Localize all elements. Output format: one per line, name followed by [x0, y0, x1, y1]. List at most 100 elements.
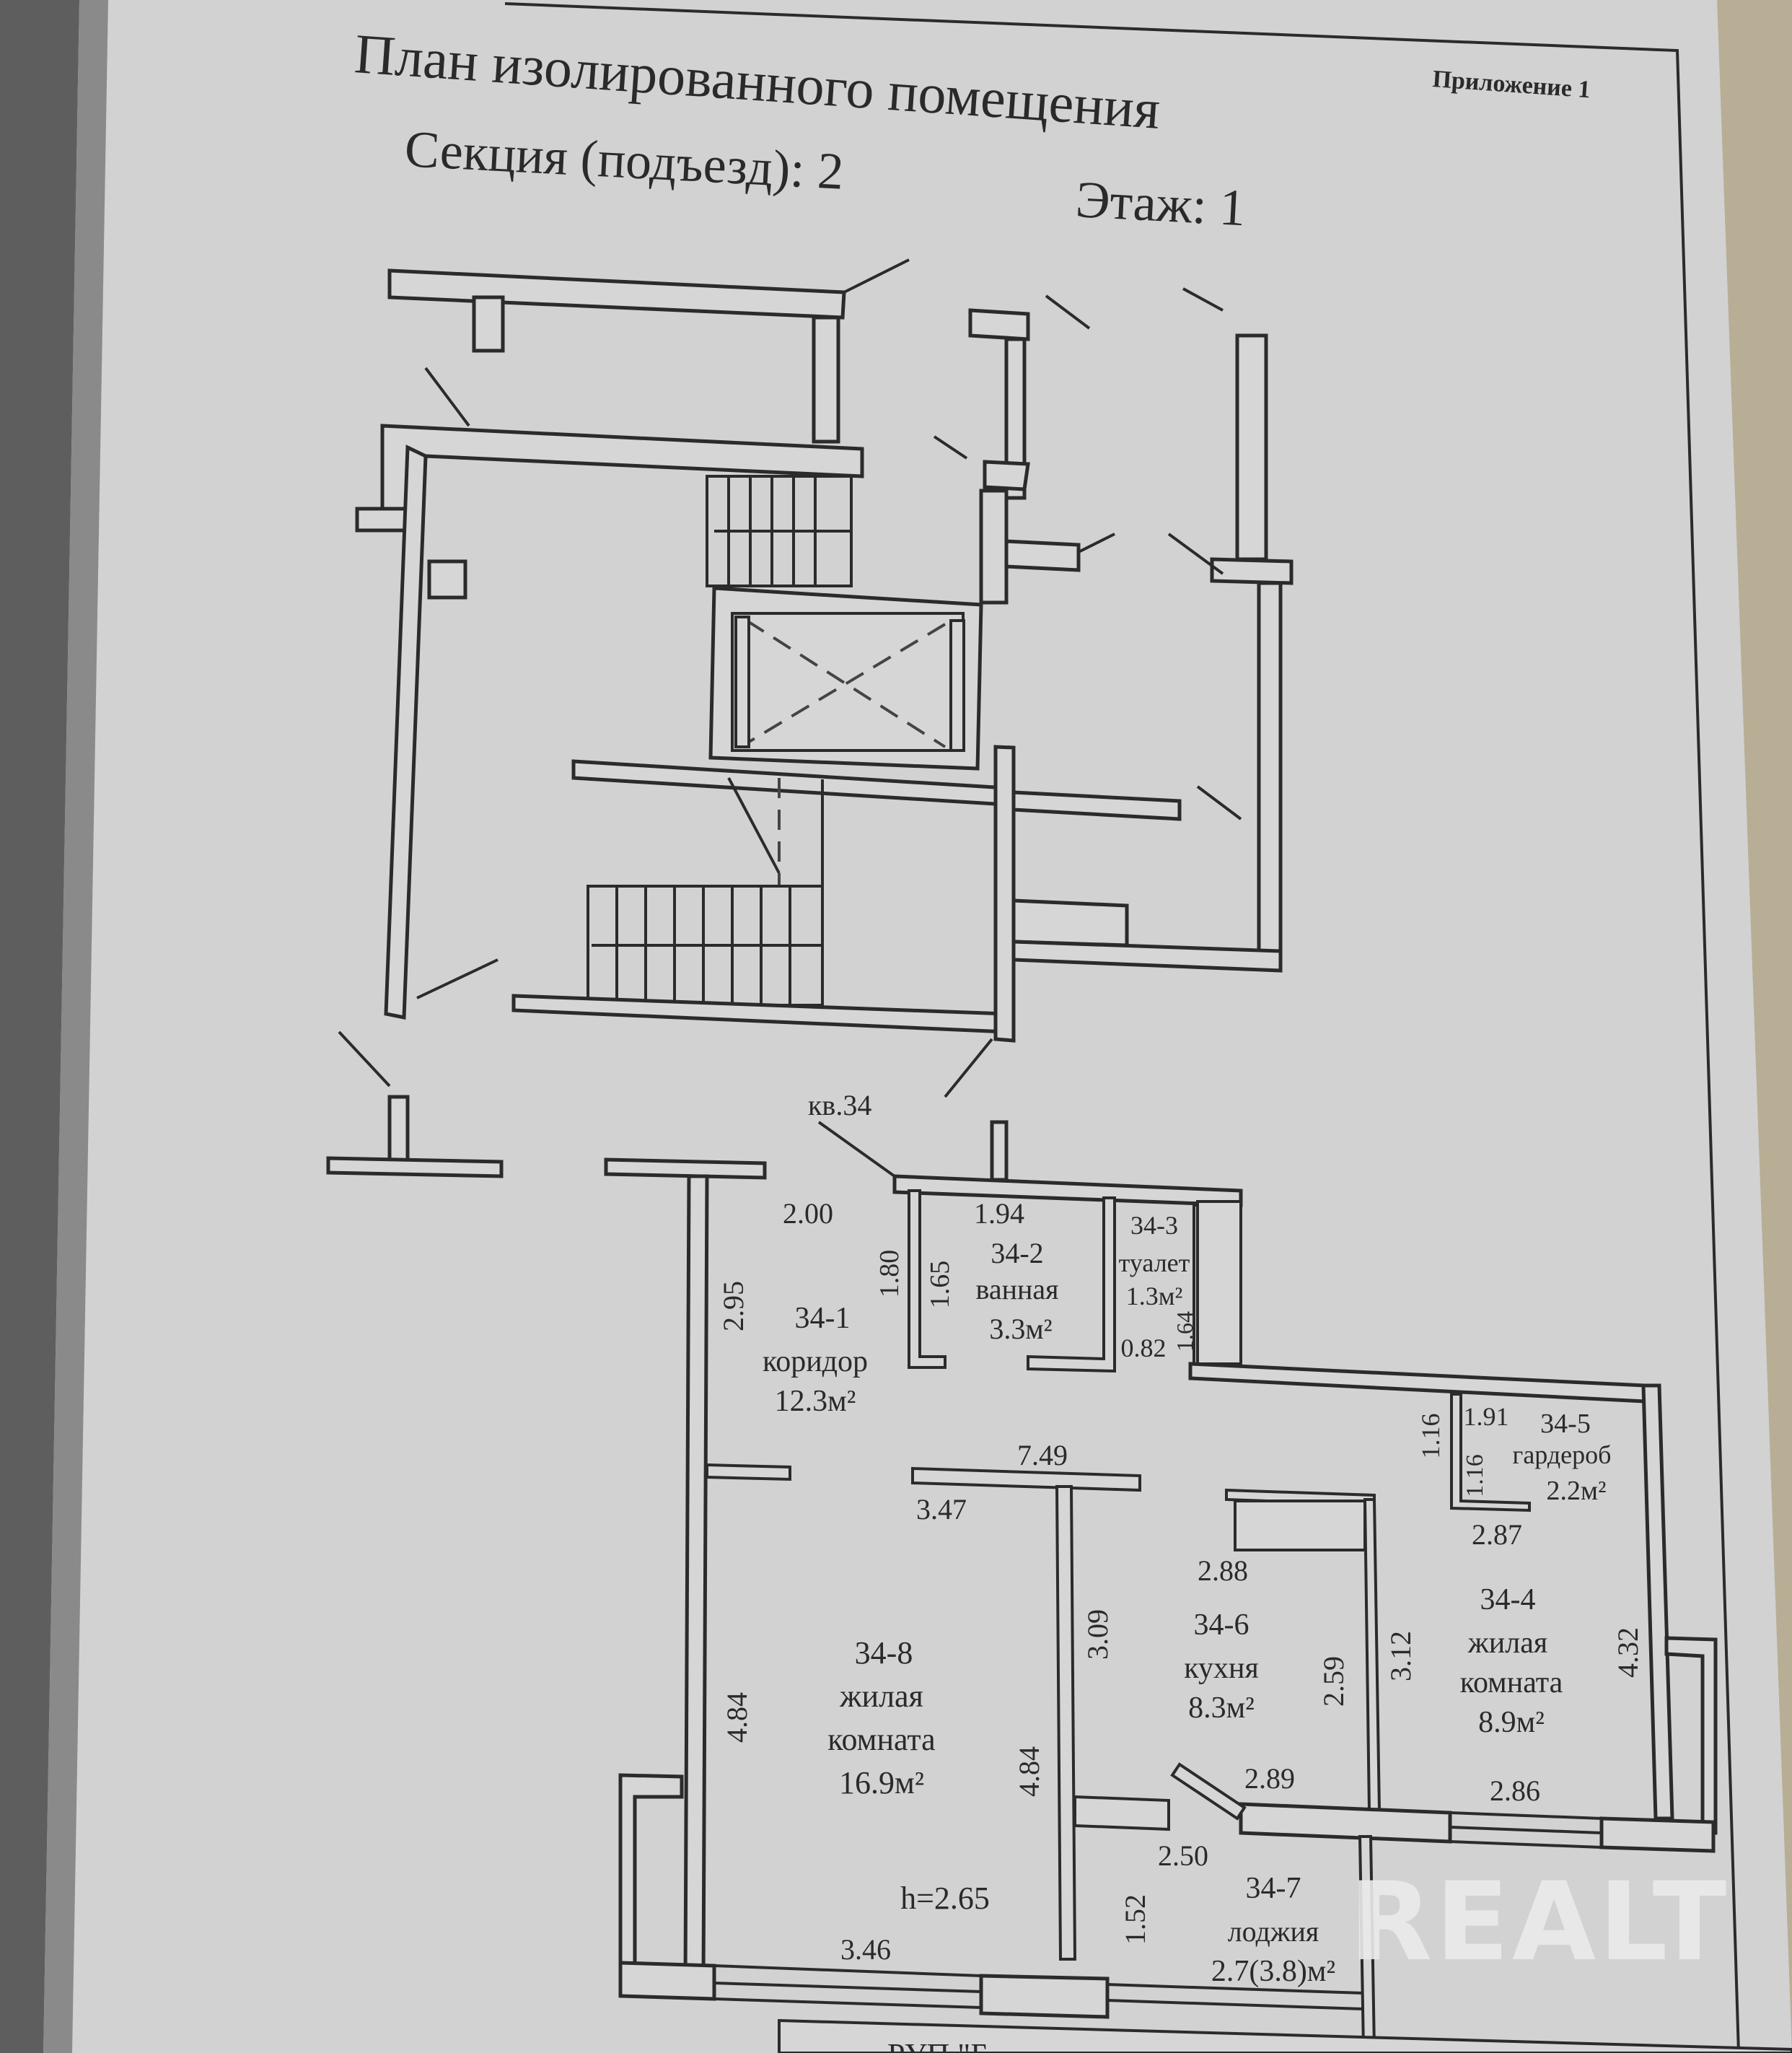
door-swing — [944, 1038, 993, 1098]
door-swing — [416, 958, 498, 999]
door-kitchen-loggia — [1170, 1762, 1247, 1821]
dim-room4-outer: 4.32 — [1612, 1627, 1644, 1678]
wall-left-exterior — [683, 1174, 709, 1983]
room-area: 8.9м² — [1478, 1706, 1545, 1739]
room-34-1: 34-1 коридор 12.3м² — [763, 1302, 868, 1418]
door-swing — [424, 367, 470, 427]
room-area: 3.3м² — [989, 1313, 1052, 1345]
wall-bottom-right — [1011, 940, 1283, 973]
room-area: 16.9м² — [839, 1765, 924, 1800]
dim-room4-bottom: 2.86 — [1490, 1774, 1540, 1807]
wall-bath-left — [908, 1189, 946, 1369]
shaft — [1196, 1200, 1242, 1365]
wall-left-long — [384, 445, 428, 1020]
room-name-line2: комната — [1460, 1666, 1563, 1699]
room-name: лоджия — [1228, 1915, 1319, 1948]
wall-kitchen-bottom — [1239, 1802, 1452, 1844]
exterior-fragment — [326, 1030, 504, 1178]
floor-label: Этаж: 1 — [1074, 170, 1247, 237]
wall-vertical-r2 — [979, 489, 1009, 605]
room-name: гардероб — [1513, 1440, 1612, 1469]
room-name: коридор — [763, 1345, 868, 1378]
door-swing — [933, 435, 968, 460]
wall-bath-right — [1027, 1196, 1116, 1373]
dim-loggia-width: 2.50 — [1158, 1839, 1208, 1872]
dim-wardrobe-width: 1.91 — [1464, 1402, 1509, 1431]
room-id: 34-5 — [1540, 1409, 1591, 1439]
dim-bath-inner: 1.65 — [925, 1261, 955, 1309]
elevator-shaft — [708, 586, 983, 771]
window-room8 — [713, 1964, 982, 2009]
dim-kitchen-top: 2.88 — [1198, 1554, 1248, 1587]
dim-room8-right: 4.84 — [1013, 1746, 1045, 1797]
wall-room4-bottom — [1599, 1816, 1716, 1853]
wall-vertical-far — [1235, 333, 1268, 561]
dim-wardrobe-outer: 1.16 — [1416, 1414, 1445, 1459]
wall-room8-right — [1055, 1485, 1077, 1961]
wall-pillar — [812, 315, 840, 444]
ceiling-height: h=2.65 — [900, 1881, 990, 1916]
page-frame-border — [504, 2, 1740, 2053]
wall-bottom-mid — [979, 1974, 1110, 2019]
room-id: 34-7 — [1246, 1872, 1301, 1905]
window-small — [1073, 1795, 1170, 1831]
wall-block — [1210, 557, 1294, 585]
wall-block — [983, 460, 1030, 491]
room-id: 34-3 — [1130, 1211, 1178, 1240]
room-area: 1.3м² — [1126, 1282, 1183, 1310]
room-34-2: 34-2 ванная 3.3м² — [975, 1237, 1058, 1345]
room-id: 34-1 — [795, 1302, 851, 1335]
wall-block — [1004, 539, 1081, 572]
dim-toilet-width: 0.82 — [1121, 1334, 1167, 1362]
shaft-box — [427, 559, 467, 600]
dim-room4-length: 3.12 — [1384, 1631, 1417, 1681]
dimension-labels: 2.00 2.95 7.49 1.94 1.80 1.65 0.82 1.64 … — [717, 1197, 1644, 1966]
room-area: 8.3м² — [1188, 1691, 1255, 1725]
room-34-4: 34-4 жилая комната 8.9м² — [1460, 1583, 1563, 1739]
wall-stub — [990, 1120, 1009, 1182]
dim-bath-width: 1.94 — [974, 1197, 1024, 1230]
dim-kitchen-length: 2.59 — [1317, 1656, 1350, 1707]
dim-room8-bottom: 3.46 — [840, 1933, 891, 1966]
window-room4 — [1449, 1811, 1602, 1849]
room-name-line1: жилая — [1467, 1627, 1547, 1660]
dim-side-wall: 3.09 — [1081, 1609, 1114, 1660]
dim-corridor-length: 2.95 — [717, 1281, 750, 1331]
wall-room8-top — [911, 1466, 1141, 1492]
binder-edge — [0, 0, 79, 2053]
room-area: 2.2м² — [1547, 1476, 1607, 1506]
room-34-8: 34-8 жилая комната 16.9м² — [827, 1635, 935, 1800]
footer-box — [778, 2018, 1792, 2053]
dim-toilet-length: 1.64 — [1172, 1311, 1198, 1352]
wall-block — [968, 308, 1030, 341]
wall-stub — [472, 295, 505, 353]
entrance-pointer — [817, 1121, 896, 1178]
room-name: кухня — [1184, 1652, 1259, 1685]
realt-watermark: REALT — [1349, 1860, 1729, 1985]
wall-block — [1011, 898, 1129, 947]
room-area: 12.3м² — [775, 1385, 856, 1418]
room-id: 34-2 — [991, 1237, 1043, 1269]
room-name-line2: комната — [827, 1722, 935, 1757]
door-swing — [843, 258, 910, 294]
room-34-7: 34-7 лоджия 2.7(3.8)м² — [1211, 1872, 1335, 1988]
wall-wardrobe — [1450, 1393, 1531, 1513]
wall-top-left — [604, 1157, 767, 1180]
wall-top-1 — [387, 268, 846, 320]
footer-partial-text: РУП "Б — [887, 2037, 989, 2053]
wall-vertical-far2 — [1257, 581, 1283, 960]
room-name: туалет — [1119, 1248, 1190, 1277]
room-id: 34-6 — [1194, 1608, 1249, 1642]
stairwell-plan — [355, 258, 1294, 1098]
wall-room4-right — [1641, 1383, 1674, 1821]
room-id: 34-8 — [855, 1635, 913, 1671]
door-swing — [1196, 785, 1242, 820]
dim-room8-top: 3.47 — [916, 1493, 967, 1525]
door-swing — [1045, 294, 1091, 330]
dim-bath-outer: 1.80 — [874, 1250, 905, 1298]
wall-corridor-stub — [706, 1463, 791, 1481]
wall-mid-vertical — [993, 745, 1016, 1043]
dim-wardrobe-inner: 1.16 — [1462, 1454, 1488, 1497]
door-swing — [1167, 533, 1224, 575]
